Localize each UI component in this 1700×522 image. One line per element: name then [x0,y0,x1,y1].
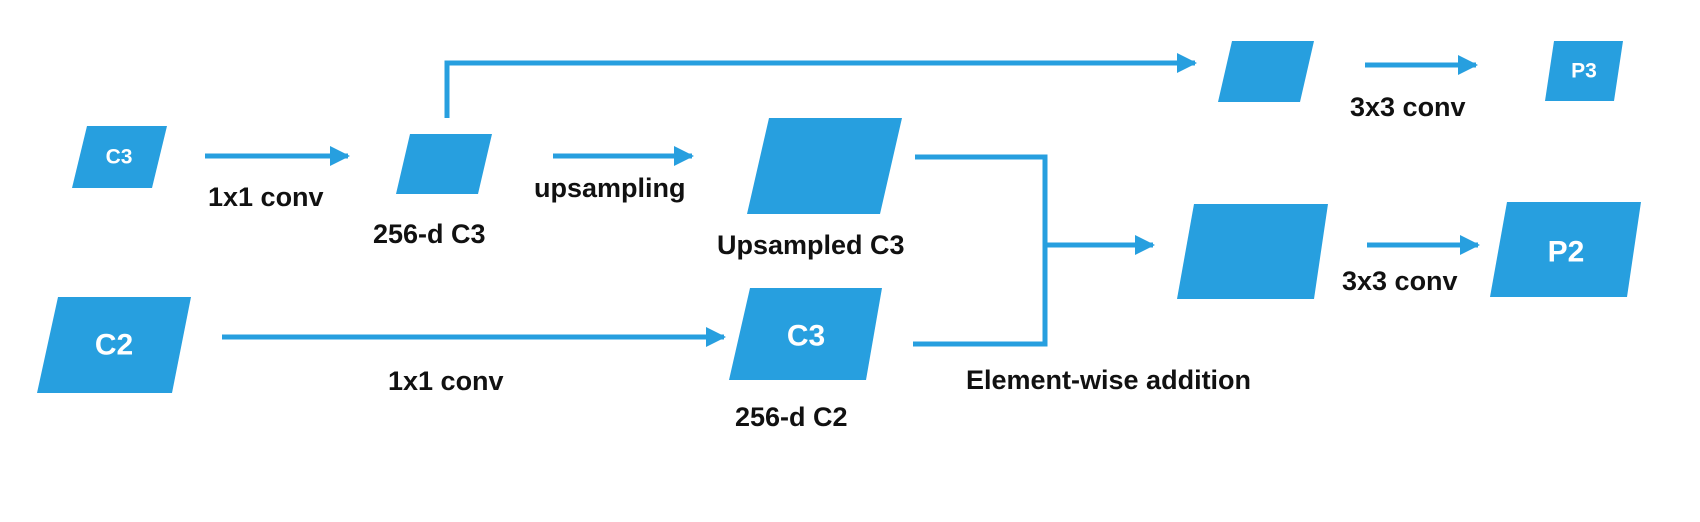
label-element-wise: Element-wise addition [966,365,1251,395]
label-c2-256d: 256-d C2 [735,402,848,432]
arrow-conv-to-top [444,53,1197,118]
label-p3-conv: 3x3 conv [1350,92,1466,122]
label-c3-conv: 1x1 conv [208,182,324,212]
node-top-out [1218,41,1314,102]
node-c3-input-label: C3 [106,146,133,169]
node-p3-label: P3 [1571,60,1597,83]
node-conv-c3 [396,134,492,194]
node-p2 [1490,202,1641,297]
node-conv-c2 [729,288,882,380]
node-conv-c2-label: C3 [787,320,825,353]
node-p2-label: P2 [1548,236,1585,269]
node-p3 [1545,41,1623,101]
node-c3-input [72,126,167,188]
node-upsampled [747,118,902,214]
node-sum [1177,204,1328,299]
label-c2-conv: 1x1 conv [388,366,504,396]
label-p2-conv: 3x3 conv [1342,266,1458,296]
line-c2conv-to-merge [913,245,1048,347]
node-c2-input-label: C2 [95,329,133,362]
node-c2-input [37,297,191,393]
label-upsampled-c3: Upsampled C3 [717,230,905,260]
label-c3-256d: 256-d C3 [373,219,486,249]
line-upsampled-to-merge [915,154,1048,245]
label-upsampling: upsampling [534,173,686,203]
